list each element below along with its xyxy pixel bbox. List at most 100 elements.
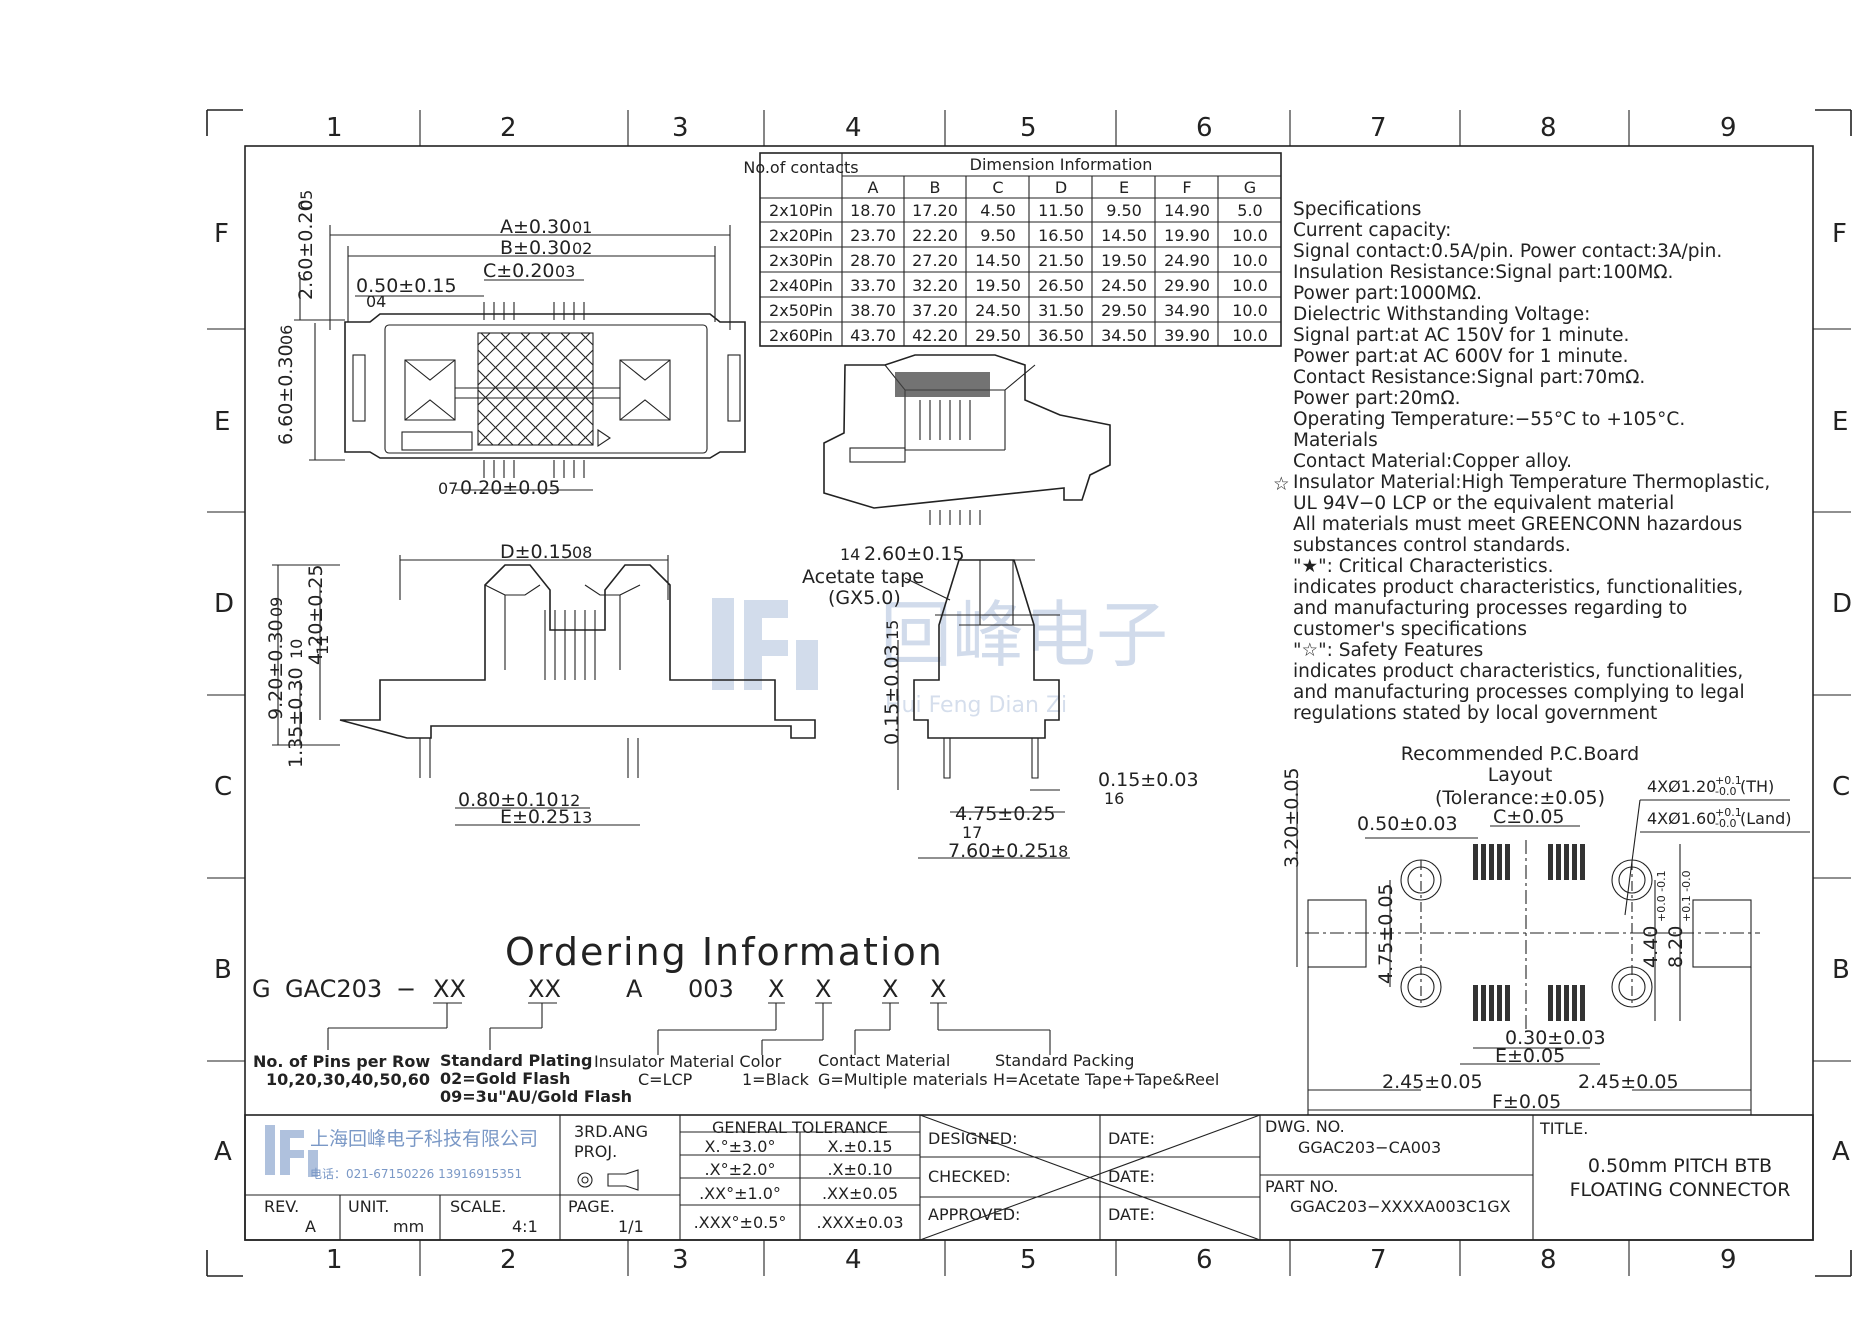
pcb-v2: 4.40	[1640, 926, 1662, 968]
table-col-a: A	[868, 178, 879, 197]
zone-row-c: C	[214, 772, 232, 802]
table-col-e: E	[1119, 178, 1129, 197]
table-cell: 37.20	[912, 301, 958, 320]
zone-col-3: 3	[672, 113, 689, 143]
pcb-land-sup: +0.1	[1715, 806, 1742, 819]
unit-label: UNIT.	[348, 1197, 389, 1216]
table-cell: 27.20	[912, 251, 958, 270]
side-view: 14 2.60±0.15 Acetate tape (GX5.0) 0.15±0…	[802, 543, 1199, 862]
table-row-label: 2x40Pin	[769, 276, 833, 295]
order-contact-title: Contact Material	[818, 1051, 950, 1070]
pcb-w1: 0.30±0.03	[1505, 1027, 1606, 1049]
zone-col-9: 9	[1720, 113, 1737, 143]
specifications-title: Specifications	[1293, 199, 1421, 220]
table-cell: 10.0	[1232, 251, 1268, 270]
dim-h3-front: 4.20±0.25	[305, 564, 327, 665]
spec-line: Power part:20mΩ.	[1293, 388, 1461, 409]
dimension-table: No.of contacts Dimension Information A B…	[743, 152, 1282, 347]
pcb-th-sub: -0.0	[1715, 785, 1736, 798]
dim-side-h: 0.15±0.03	[881, 644, 903, 745]
table-row-label: 2x20Pin	[769, 226, 833, 245]
zone-row-f: F	[214, 219, 229, 249]
order-code-003: 003	[688, 975, 734, 1003]
table-cell: 9.50	[980, 226, 1016, 245]
zone-col-5: 5	[1020, 113, 1037, 143]
spec-line: Dielectric Withstanding Voltage:	[1293, 304, 1590, 325]
table-cell: 4.50	[980, 201, 1016, 220]
order-plating-title: Standard Plating	[440, 1051, 593, 1070]
dim-side-w-balloon: 14	[840, 545, 860, 564]
table-row-label: 2x50Pin	[769, 301, 833, 320]
spec-line: Insulator Material:High Temperature Ther…	[1293, 472, 1770, 493]
part-no: GGAC203−XXXXA003C1GX	[1290, 1197, 1511, 1216]
page-value: 1/1	[618, 1217, 644, 1236]
table-cell: 34.90	[1164, 301, 1210, 320]
order-code-series: GAC203	[285, 975, 382, 1003]
table-cell: 18.70	[850, 201, 896, 220]
table-header-contacts: No.of contacts	[743, 158, 858, 177]
projection-label: PROJ.	[574, 1142, 617, 1161]
date-label-1: DATE:	[1108, 1129, 1155, 1148]
zone-col-6-bottom: 6	[1196, 1245, 1213, 1275]
order-plating-02: 02=Gold Flash	[440, 1069, 570, 1088]
dim-b-balloon: 02	[572, 239, 592, 258]
table-cell: 19.50	[975, 276, 1021, 295]
order-packing-value: H=Acetate Tape+Tape&Reel	[993, 1070, 1219, 1089]
isometric-view	[823, 354, 1111, 525]
tol-angle-2: .XX°±1.0°	[699, 1184, 781, 1203]
pcb-v3: 8.20	[1665, 926, 1687, 968]
zone-col-1-bottom: 1	[326, 1245, 343, 1275]
date-label-2: DATE:	[1108, 1167, 1155, 1186]
order-code-contact: X	[882, 975, 898, 1003]
order-insulator-title: Insulator Material Color	[594, 1052, 782, 1071]
table-cell: 38.70	[850, 301, 896, 320]
spec-line: "★": Critical Characteristics.	[1293, 556, 1554, 577]
table-cell: 21.50	[1038, 251, 1084, 270]
pcb-c: C±0.05	[1493, 806, 1565, 828]
safety-star: ☆	[1273, 474, 1290, 495]
pcb-title-2: Layout	[1488, 764, 1553, 786]
table-cell: 34.50	[1101, 326, 1147, 345]
dim-pitch-balloon: 04	[366, 292, 386, 311]
part-no-label: PART NO.	[1265, 1177, 1338, 1196]
dim-e: E±0.25	[500, 806, 570, 828]
spec-line: "☆": Safety Features	[1293, 640, 1483, 661]
pcb-side-left: 2.45±0.05	[1382, 1071, 1483, 1093]
ordering-title: Ordering Information	[505, 930, 944, 974]
dim-h1-front-balloon: 09	[267, 597, 286, 617]
order-code-insulator: X	[768, 975, 784, 1003]
zone-col-9-bottom: 9	[1720, 1245, 1737, 1275]
spec-line: indicates product characteristics, funct…	[1293, 577, 1743, 598]
dim-p-balloon: 12	[560, 791, 580, 810]
spec-line: Contact Material:Copper alloy.	[1293, 451, 1572, 472]
ordering-info: Ordering Information G GAC203 − XX XX A …	[252, 930, 1219, 1106]
watermark-cn: 回峰电子	[880, 593, 1168, 677]
order-code-color: X	[815, 975, 831, 1003]
pcb-th-suffix: (TH)	[1740, 777, 1774, 796]
table-cell: 22.20	[912, 226, 958, 245]
dim-side-w: 2.60±0.15	[864, 543, 965, 565]
pcb-th-sup: +0.1	[1715, 774, 1742, 787]
zone-col-3-bottom: 3	[672, 1245, 689, 1275]
tol-linear-3: .XXX±0.03	[817, 1213, 904, 1232]
zone-row-b: B	[214, 955, 232, 985]
dim-h1: 2.60±0.20	[295, 199, 317, 300]
watermark: 回峰电子 Hui Feng Dian Zi	[712, 593, 1168, 718]
table-cell: 28.70	[850, 251, 896, 270]
pcb-h-left: 3.20±0.05	[1281, 767, 1303, 868]
table-cell: 10.0	[1232, 226, 1268, 245]
order-code-dash: −	[396, 975, 416, 1003]
table-cell: 26.50	[1038, 276, 1084, 295]
spec-line: Power part:1000MΩ.	[1293, 283, 1482, 304]
page-label: PAGE.	[568, 1197, 615, 1216]
table-cell: 39.90	[1164, 326, 1210, 345]
table-cell: 42.20	[912, 326, 958, 345]
spec-line: Operating Temperature:−55°C to +105°C.	[1293, 409, 1685, 430]
dim-b: B±0.30	[500, 237, 571, 259]
pcb-f: F±0.05	[1492, 1091, 1561, 1113]
title-block: 上海回峰电子科技有限公司 电话：021-67150226 13916915351…	[244, 1114, 1814, 1241]
spec-line: and manufacturing processes regarding to	[1293, 598, 1687, 619]
table-cell: 14.50	[1101, 226, 1147, 245]
order-plating-09: 09=3u"AU/Gold Flash	[440, 1087, 632, 1106]
title-label: TITLE.	[1539, 1119, 1588, 1138]
